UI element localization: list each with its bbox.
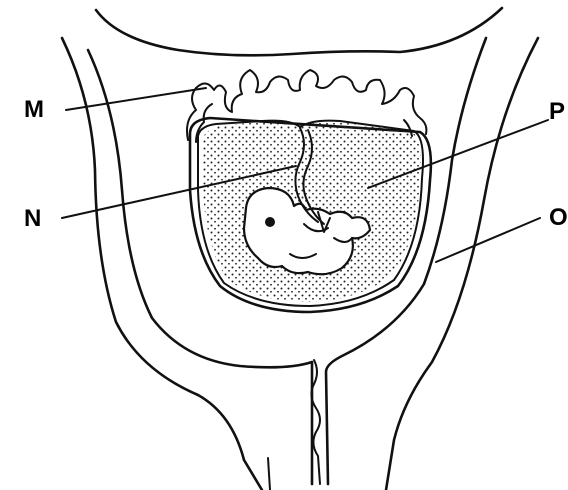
leader-o	[436, 218, 540, 262]
cervix-left	[268, 458, 270, 490]
leader-m	[66, 88, 206, 110]
label-o: O	[549, 206, 568, 230]
label-m: M	[24, 98, 44, 122]
label-p: P	[549, 100, 565, 124]
uterus-outer-right	[386, 38, 538, 490]
label-n: N	[24, 207, 41, 231]
uterus-outer-left-wall	[96, 8, 502, 55]
